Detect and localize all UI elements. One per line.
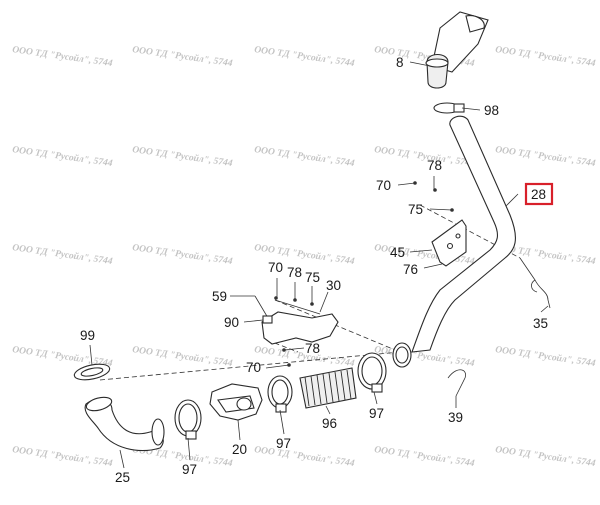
part-98-clamp bbox=[433, 102, 465, 114]
callout-28[interactable]: 28 bbox=[531, 187, 546, 202]
watermark: ООО ТД "Русойл", 5744 bbox=[254, 144, 356, 169]
part-30-heat-shield bbox=[261, 299, 339, 345]
part-97-clamp-middle bbox=[267, 375, 293, 413]
watermark: ООО ТД "Русойл", 5744 bbox=[12, 242, 114, 267]
callout-97[interactable]: 97 bbox=[276, 436, 291, 451]
axis-line bbox=[274, 299, 401, 353]
part-99-gasket bbox=[73, 363, 111, 381]
callout-39[interactable]: 39 bbox=[448, 410, 463, 425]
axis-line bbox=[419, 204, 521, 259]
callout-70[interactable]: 70 bbox=[246, 360, 261, 375]
callout-35[interactable]: 35 bbox=[533, 316, 548, 331]
leader-lines bbox=[89, 61, 549, 469]
assembly-axis-lines bbox=[99, 204, 521, 381]
watermark: ООО ТД "Русойл", 5744 bbox=[495, 144, 597, 169]
part-28-air-duct bbox=[411, 115, 516, 353]
bolts-lower bbox=[274, 296, 314, 367]
part-20-filter-housing bbox=[209, 383, 263, 421]
part-39-hook bbox=[447, 369, 466, 397]
watermark: ООО ТД "Русойл", 5744 bbox=[132, 44, 234, 69]
callout-98[interactable]: 98 bbox=[484, 103, 499, 118]
callout-25[interactable]: 25 bbox=[115, 470, 130, 485]
watermark: ООО ТД "Русойл", 5744 bbox=[12, 444, 114, 469]
part-8-intake-elbow bbox=[425, 11, 489, 89]
axis-line bbox=[99, 351, 401, 381]
part-45-bracket bbox=[431, 219, 467, 267]
part-97-clamp-left bbox=[174, 399, 202, 440]
callout-97[interactable]: 97 bbox=[182, 462, 197, 477]
callout-75[interactable]: 75 bbox=[305, 270, 320, 285]
callout-96[interactable]: 96 bbox=[322, 416, 337, 431]
watermark: ООО ТД "Русойл", 5744 bbox=[12, 44, 114, 69]
callout-78[interactable]: 78 bbox=[305, 341, 320, 356]
part-35-hook bbox=[519, 257, 551, 309]
callout-45[interactable]: 45 bbox=[390, 245, 405, 260]
callout-labels: 8 98 78 70 75 28 45 76 35 70 78 75 59 30… bbox=[80, 55, 548, 485]
part-pipe-end-clamp bbox=[392, 342, 412, 368]
callout-75[interactable]: 75 bbox=[408, 202, 423, 217]
watermark: ООО ТД "Русойл", 5744 bbox=[132, 242, 234, 267]
callout-99[interactable]: 99 bbox=[80, 328, 95, 343]
watermark: ООО ТД "Русойл", 5744 bbox=[374, 444, 476, 469]
part-59-stud bbox=[254, 295, 273, 324]
watermark: ООО ТД "Русойл", 5744 bbox=[132, 344, 234, 369]
highlight-box-28 bbox=[524, 182, 554, 206]
callout-30[interactable]: 30 bbox=[326, 278, 341, 293]
watermark: ООО ТД "Русойл", 5744 bbox=[495, 344, 597, 369]
watermark: ООО ТД "Русойл", 5744 bbox=[254, 44, 356, 69]
callout-20[interactable]: 20 bbox=[232, 442, 247, 457]
part-96-bellow bbox=[299, 367, 357, 409]
callout-76[interactable]: 76 bbox=[403, 262, 418, 277]
callout-8[interactable]: 8 bbox=[396, 55, 404, 70]
watermark: ООО ТД "Русойл", 5744 bbox=[132, 144, 234, 169]
callout-59[interactable]: 59 bbox=[212, 289, 227, 304]
part-25-lower-elbow bbox=[84, 396, 165, 451]
callout-90[interactable]: 90 bbox=[224, 315, 239, 330]
callout-70[interactable]: 70 bbox=[376, 178, 391, 193]
part-97-clamp-right bbox=[357, 352, 387, 393]
callout-97[interactable]: 97 bbox=[369, 406, 384, 421]
watermark: ООО ТД "Русойл", 5744 bbox=[495, 44, 597, 69]
callout-70[interactable]: 70 bbox=[268, 260, 283, 275]
callout-78[interactable]: 78 bbox=[287, 265, 302, 280]
callout-78[interactable]: 78 bbox=[427, 158, 442, 173]
axis-line bbox=[266, 339, 299, 353]
watermark: ООО ТД "Русойл", 5744 bbox=[254, 444, 356, 469]
watermark: ООО ТД "Русойл", 5744 bbox=[12, 144, 114, 169]
watermark: ООО ТД "Русойл", 5744 bbox=[495, 444, 597, 469]
